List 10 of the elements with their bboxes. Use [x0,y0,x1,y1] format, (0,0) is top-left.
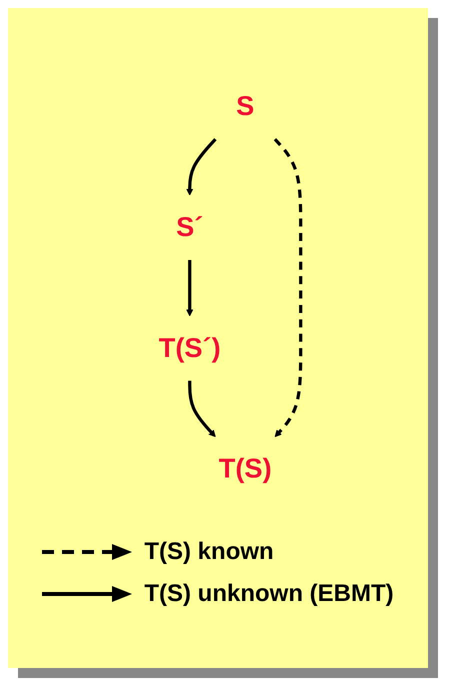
node-text: T(S´) [159,332,221,364]
arrow [274,138,303,438]
node-text: T(S) [219,454,272,484]
legend-text: T(S) unknown (EBMT) [144,580,394,608]
node-text: S´ [176,212,204,242]
arrow [186,260,194,316]
node-text: S [236,91,255,122]
arrow [186,138,217,196]
arrow [188,380,216,438]
legend-text: T(S) known [144,538,274,566]
